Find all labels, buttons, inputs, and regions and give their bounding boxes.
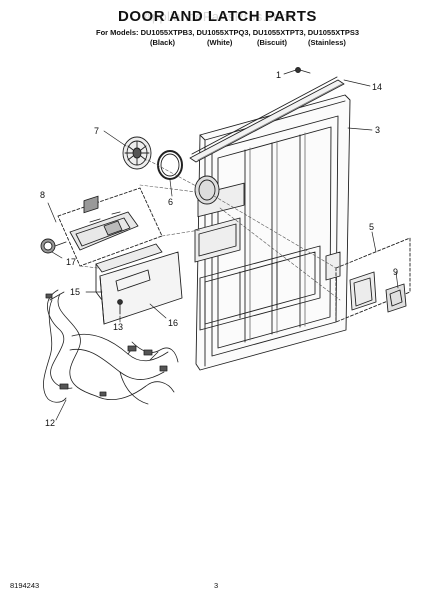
- callout-1: 1: [276, 70, 281, 80]
- latch-assembly-box: [57, 187, 163, 267]
- door-gasket-strip: [189, 76, 345, 163]
- callout-14: 14: [372, 82, 382, 92]
- callout-17: 17: [66, 257, 76, 267]
- callout-3: 3: [375, 125, 380, 135]
- color-stainless: (Stainless): [308, 38, 346, 47]
- page-number: 3: [214, 581, 219, 590]
- latch-knob: [40, 238, 67, 254]
- vent-o-ring: [157, 150, 183, 180]
- watermark: AppliancePartsPros.com: [143, 9, 292, 24]
- page-title: DOOR AND LATCH PARTS: [118, 8, 317, 25]
- callout-12: 12: [45, 418, 55, 428]
- vent-fan-wheel: [122, 136, 152, 170]
- screw-part-13: [117, 299, 123, 315]
- callout-13: 13: [113, 322, 123, 332]
- callout-7: 7: [94, 126, 99, 136]
- wiring-harness: [43, 289, 179, 405]
- callout-16: 16: [168, 318, 178, 328]
- leader-lines: [47, 69, 399, 421]
- document-number: 8194243: [10, 581, 40, 590]
- alignment-lines: [79, 159, 341, 301]
- callout-8: 8: [40, 190, 45, 200]
- color-black: (Black): [150, 38, 176, 47]
- color-white: (White): [207, 38, 233, 47]
- latch-strike: [385, 283, 407, 313]
- screw-part-1: [295, 67, 311, 74]
- model-list: For Models: DU1055XTPB3, DU1055XTPQ3, DU…: [96, 28, 360, 37]
- callout-9: 9: [393, 267, 398, 277]
- callout-labels: 1 14 3 7 6 8 17 5 9 15 13 16 12: [40, 70, 398, 428]
- callout-15: 15: [70, 287, 80, 297]
- mounting-plate: [99, 251, 183, 325]
- color-biscuit: (Biscuit): [257, 38, 287, 47]
- inner-door-panel: [194, 94, 351, 371]
- strike-assembly-box: [335, 237, 411, 323]
- callout-6: 6: [168, 197, 173, 207]
- callout-5: 5: [369, 222, 374, 232]
